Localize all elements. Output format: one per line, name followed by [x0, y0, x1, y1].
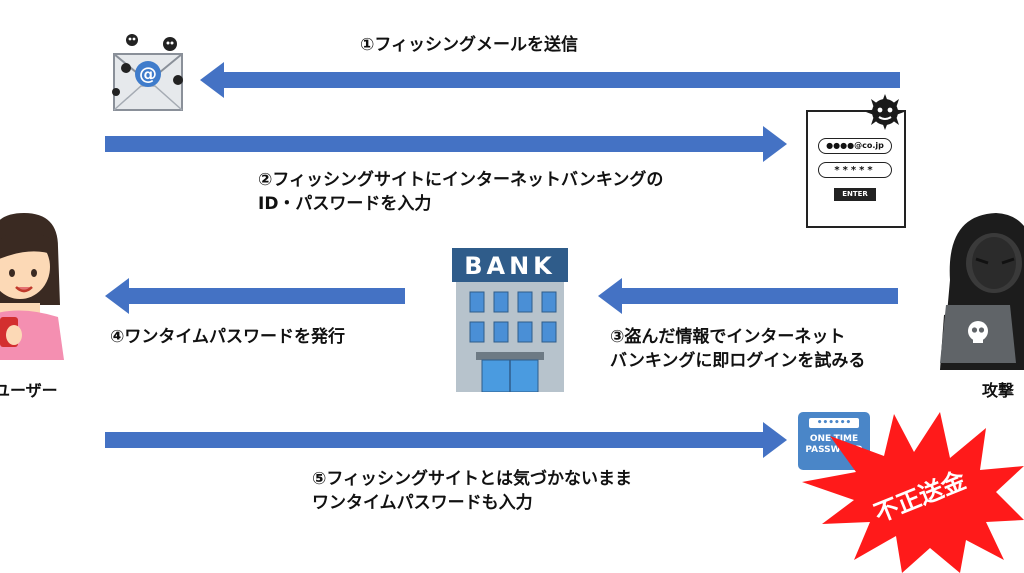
hacker-laptop-icon	[940, 213, 1024, 370]
otp-line2: PASSWORD	[805, 445, 863, 455]
step1-label: ①フィッシングメールを送信	[360, 33, 578, 57]
step3-line1: ③盗んだ情報でインターネット	[610, 327, 846, 347]
login-password-field: *****	[818, 162, 892, 178]
phishing-login-page: ●●●●@co.jp ***** ENTER	[806, 110, 906, 228]
step5-line2: ワンタイムパスワードも入力	[312, 493, 533, 513]
arrow-step1	[200, 62, 900, 98]
step4-label: ④ワンタイムパスワードを発行	[110, 325, 345, 349]
step1-line1: ①フィッシングメールを送信	[360, 35, 579, 55]
step5-label: ⑤フィッシングサイトとは気づかないまま ワンタイムパスワードも入力	[312, 467, 632, 515]
step3-label: ③盗んだ情報でインターネット バンキングに即ログインを試みる	[610, 325, 865, 373]
arrow-step2	[105, 126, 787, 162]
step2-line2: ID・パスワードを入力	[258, 194, 432, 214]
bank-building-body	[456, 282, 564, 392]
arrow-step3	[598, 278, 898, 314]
user-label: ユーザー	[0, 381, 58, 400]
burst-starburst-icon	[802, 412, 1024, 573]
step4-line1: ④ワンタイムパスワードを発行	[110, 327, 346, 347]
bank-building: BANK	[452, 248, 568, 392]
svg-text:@: @	[139, 64, 157, 85]
virus-icon	[866, 94, 904, 130]
step2-label: ②フィッシングサイトにインターネットバンキングの ID・パスワードを入力	[258, 168, 663, 216]
step5-line1: ⑤フィッシングサイトとは気づかないまま	[312, 469, 633, 489]
user-woman-icon	[0, 213, 64, 360]
attacker-label: 攻撃	[982, 381, 1015, 400]
arrow-step5	[105, 422, 787, 458]
step3-line2: バンキングに即ログインを試みる	[610, 351, 866, 371]
step2-line1: ②フィッシングサイトにインターネットバンキングの	[258, 170, 664, 190]
otp-dots: ••••••	[809, 418, 859, 428]
email-virus-icon: @	[112, 34, 183, 111]
login-id-field: ●●●●@co.jp	[818, 138, 892, 154]
arrow-step4	[105, 278, 405, 314]
login-enter-button: ENTER	[834, 188, 876, 201]
bank-sign: BANK	[452, 248, 568, 282]
